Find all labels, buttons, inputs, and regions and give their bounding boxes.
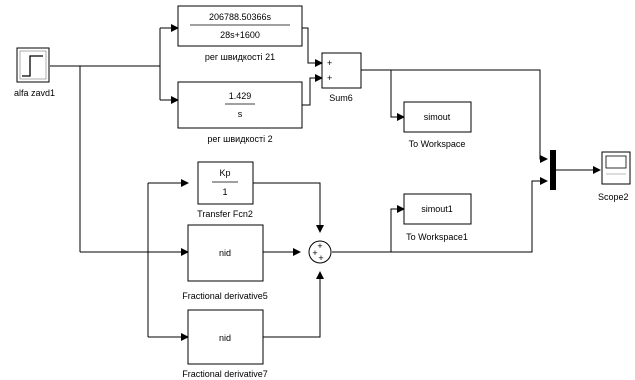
transfer-fcn2-denominator: 1 (222, 187, 227, 197)
round-sum-sign-left: + (312, 248, 317, 258)
to-workspace-text: simout (424, 112, 451, 122)
to-workspace1-label: To Workspace1 (406, 232, 468, 242)
round-sum-block[interactable]: + + + (308, 240, 332, 264)
speed-regulator-21-denominator: 28s+1600 (220, 30, 260, 40)
scope-label: Scope2 (598, 192, 629, 202)
fractional-derivative7-label: Fractional derivative7 (182, 369, 268, 379)
sum6-sign-1: + (327, 58, 332, 68)
fractional-derivative7-text: nid (219, 333, 231, 343)
speed-regulator-21-numerator: 206788.50366s (209, 12, 272, 22)
round-sum-sign-top: + (317, 241, 322, 251)
transfer-fcn2-numerator: Kp (219, 168, 230, 178)
speed-regulator-2-denominator: s (238, 109, 243, 119)
step-icon (22, 55, 43, 77)
round-sum-sign-bottom: + (318, 253, 323, 263)
to-workspace1-block[interactable]: simout1 To Workspace1 (403, 193, 472, 242)
transfer-fcn2-block[interactable]: Kp 1 Transfer Fcn2 (197, 161, 254, 219)
sum6-sign-2: + (327, 73, 332, 83)
step-block[interactable]: alfa zavd1 (14, 47, 55, 98)
speed-regulator-2-block[interactable]: 1.429 s рег швидкості 2 (177, 81, 303, 144)
speed-regulator-21-block[interactable]: 206788.50366s 28s+1600 рег швидкості 21 (177, 5, 303, 62)
scope-block[interactable]: Scope2 (598, 151, 631, 202)
speed-regulator-2-numerator: 1.429 (229, 91, 252, 101)
to-workspace1-text: simout1 (421, 204, 453, 214)
to-workspace-label: To Workspace (409, 139, 466, 149)
scope-screen-icon (605, 155, 627, 169)
transfer-fcn2-label: Transfer Fcn2 (197, 209, 253, 219)
speed-regulator-21-label: рег швидкості 21 (205, 52, 275, 62)
mux-block[interactable] (550, 150, 556, 190)
fractional-derivative5-block[interactable]: nid Fractional derivative5 (182, 224, 268, 301)
fractional-derivative7-block[interactable]: nid Fractional derivative7 (182, 309, 268, 379)
fractional-derivative5-label: Fractional derivative5 (182, 291, 268, 301)
fractional-derivative5-text: nid (219, 248, 231, 258)
signal-lines (50, 24, 601, 341)
sum6-block[interactable]: + + Sum6 (321, 52, 362, 103)
speed-regulator-2-label: рег швидкості 2 (207, 134, 272, 144)
to-workspace-block[interactable]: simout To Workspace (403, 101, 472, 149)
step-label: alfa zavd1 (14, 88, 55, 98)
sum6-label: Sum6 (329, 93, 353, 103)
